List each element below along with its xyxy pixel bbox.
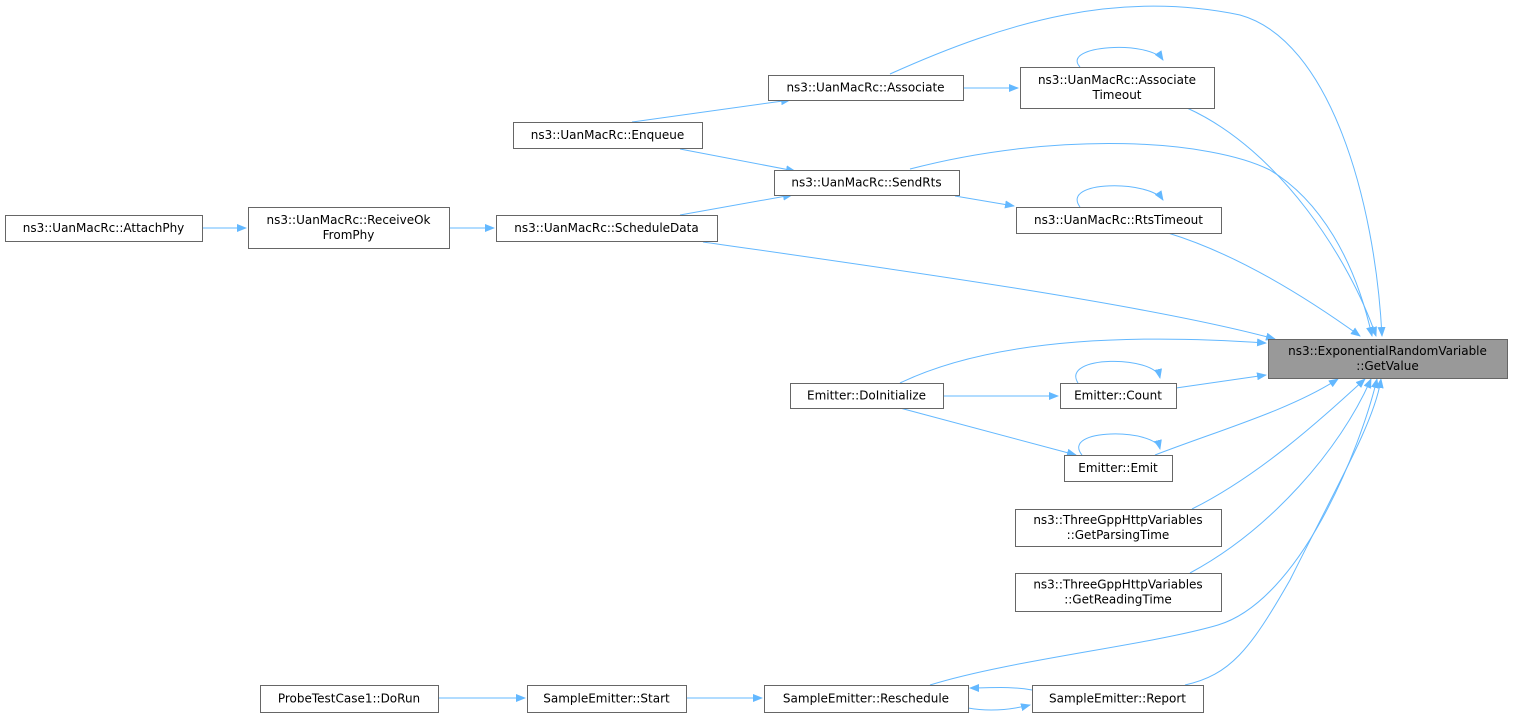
node-box [1016, 207, 1222, 234]
node-reschedule[interactable]: SampleEmitter::Reschedule [764, 685, 969, 713]
node-box [1020, 67, 1215, 109]
node-enqueue[interactable]: ns3::UanMacRc::Enqueue [513, 122, 703, 149]
node-label-line: SampleEmitter::Reschedule [783, 692, 949, 706]
node-box [768, 75, 964, 101]
node-label-line: ns3::UanMacRc::RtsTimeout [1034, 213, 1203, 227]
node-label-line: ns3::UanMacRc::ScheduleData [514, 221, 698, 235]
edge-count-to-count [1075, 360, 1162, 384]
edge-doinitialize-to-emit [899, 407, 1077, 457]
node-box [1268, 339, 1508, 379]
node-label-line: SampleEmitter::Start [543, 692, 670, 706]
node-label-line: ns3::UanMacRc::SendRts [791, 176, 941, 190]
edge-enqueue-to-associate [631, 97, 791, 123]
node-label-line: ::GetParsingTime [1067, 528, 1170, 542]
node-label-line: ns3::UanMacRc::AttachPhy [23, 221, 185, 235]
node-box [790, 383, 944, 409]
node-rtstimeout[interactable]: ns3::UanMacRc::RtsTimeout [1016, 207, 1222, 234]
node-start[interactable]: SampleEmitter::Start [527, 685, 687, 713]
node-box [774, 170, 960, 196]
edges-layer [202, 5, 1386, 712]
node-getvalue[interactable]: ns3::ExponentialRandomVariable::GetValue [1268, 339, 1508, 379]
node-count[interactable]: Emitter::Count [1060, 383, 1177, 409]
edge-report-to-reschedule [969, 683, 1033, 692]
edge-emit-to-getvalue [1154, 378, 1339, 456]
edge-reschedule-to-report [967, 703, 1031, 712]
node-label-line: ns3::ThreeGppHttpVariables [1033, 578, 1202, 592]
node-box [1015, 509, 1222, 547]
node-label-line: SampleEmitter::Report [1049, 692, 1186, 706]
nodes-layer: ns3::ExponentialRandomVariable::GetValue… [5, 67, 1508, 713]
node-label-line: ns3::UanMacRc::Associate [1038, 73, 1196, 87]
edge-emit-to-emit [1078, 433, 1162, 456]
edge-reading-to-getvalue [1189, 378, 1372, 574]
node-box [260, 685, 439, 713]
edge-parsing-to-getvalue [1191, 378, 1366, 510]
node-parsing[interactable]: ns3::ThreeGppHttpVariables::GetParsingTi… [1015, 509, 1222, 547]
edge-scheduledata-to-sendrts [679, 192, 793, 216]
node-scheduledata[interactable]: ns3::UanMacRc::ScheduleData [496, 215, 718, 242]
node-label-line: ::GetReadingTime [1064, 593, 1172, 607]
node-box [764, 685, 969, 713]
node-attachphy[interactable]: ns3::UanMacRc::AttachPhy [5, 215, 203, 242]
node-box [248, 207, 450, 249]
node-doinitialize[interactable]: Emitter::DoInitialize [790, 383, 944, 409]
node-box [1015, 573, 1222, 612]
node-box [527, 685, 687, 713]
node-box [1064, 455, 1173, 482]
node-label-line: ns3::ThreeGppHttpVariables [1033, 513, 1202, 527]
node-label-line: Timeout [1091, 88, 1141, 102]
node-label-line: ns3::UanMacRc::Enqueue [531, 128, 684, 142]
node-box [513, 122, 703, 149]
node-report[interactable]: SampleEmitter::Report [1032, 685, 1204, 713]
node-label-line: ::GetValue [1356, 359, 1418, 373]
node-label-line: ns3::ExponentialRandomVariable [1288, 344, 1487, 358]
edge-enqueue-to-sendrts [679, 148, 796, 174]
edge-report-to-getvalue [1184, 378, 1384, 686]
edge-sendrts-to-getvalue [909, 142, 1374, 337]
edge-associate-to-getvalue [889, 5, 1386, 337]
edge-rtstimeout-to-getvalue [1167, 232, 1361, 337]
edge-rtstimeout-to-rtstimeout [1076, 185, 1164, 208]
node-box [1060, 383, 1177, 409]
node-label-line: Emitter::DoInitialize [807, 389, 926, 403]
edge-scheduledata-to-getvalue [702, 241, 1276, 341]
edge-sendrts-to-rtstimeout [954, 195, 1015, 209]
edge-count-to-getvalue [1175, 372, 1267, 389]
node-label-line: ns3::UanMacRc::ReceiveOk [266, 213, 430, 227]
node-label-line: ns3::UanMacRc::Associate [786, 81, 944, 95]
node-associate[interactable]: ns3::UanMacRc::Associate [768, 75, 964, 101]
node-reading[interactable]: ns3::ThreeGppHttpVariables::GetReadingTi… [1015, 573, 1222, 612]
node-sendrts[interactable]: ns3::UanMacRc::SendRts [774, 170, 960, 196]
node-label-line: ProbeTestCase1::DoRun [278, 692, 420, 706]
node-box [5, 215, 203, 242]
edge-doinitialize-to-getvalue [899, 338, 1267, 384]
node-label-line: Emitter::Emit [1078, 461, 1158, 475]
node-emit[interactable]: Emitter::Emit [1064, 455, 1173, 482]
node-label-line: Emitter::Count [1074, 389, 1162, 403]
node-label-line: FromPhy [323, 228, 375, 242]
node-box [496, 215, 718, 242]
node-box [1032, 685, 1204, 713]
node-dorun[interactable]: ProbeTestCase1::DoRun [260, 685, 439, 713]
edge-assoc_timeout-to-assoc_timeout [1076, 46, 1164, 68]
